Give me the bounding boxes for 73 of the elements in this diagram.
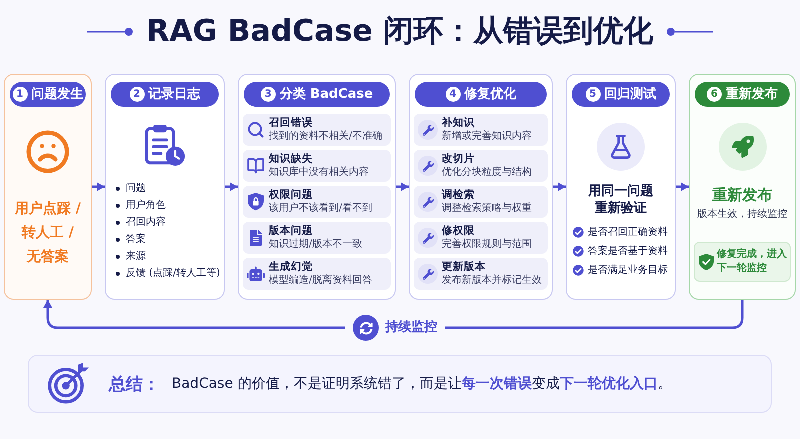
arrow bbox=[225, 182, 238, 192]
item-description: 新增或完善知识内容 bbox=[442, 130, 532, 143]
item-title: 召回错误 bbox=[269, 117, 314, 130]
category-card bbox=[243, 222, 391, 254]
edge-label: 持续监控 bbox=[385, 320, 438, 336]
item-title: 调检索 bbox=[442, 189, 476, 202]
step-card bbox=[409, 74, 553, 300]
check-text: 是否满足业务目标 bbox=[588, 264, 668, 277]
item-description: 模型编造/脱离资料回答 bbox=[269, 274, 372, 287]
item-description: 调整检索策略与权重 bbox=[442, 202, 532, 215]
item-title: 知识缺失 bbox=[269, 153, 314, 166]
status-note bbox=[694, 242, 791, 282]
step-number: 3 bbox=[260, 87, 276, 102]
fix-action-card bbox=[414, 114, 548, 146]
item-title: 修权限 bbox=[442, 225, 476, 238]
log-field: 答案 bbox=[126, 232, 146, 247]
check-text: 答案是否基于资料 bbox=[588, 245, 668, 258]
arrow bbox=[396, 182, 409, 192]
test-heading: 用同一问题重新验证 bbox=[587, 183, 654, 217]
item-title: 改切片 bbox=[442, 153, 476, 166]
log-field: 反馈 (点踩/转人工等) bbox=[126, 266, 220, 281]
release-heading: 重新发布 bbox=[712, 185, 772, 205]
fix-action-card bbox=[414, 222, 548, 254]
item-description: 知识过期/版本不一致 bbox=[269, 238, 362, 251]
item-title: 权限问题 bbox=[269, 189, 314, 202]
log-field: 问题 bbox=[126, 181, 146, 196]
step-number: 2 bbox=[130, 87, 144, 102]
item-description: 完善权限规则与范围 bbox=[442, 238, 532, 251]
summary-panel bbox=[28, 355, 772, 413]
item-title: 更新版本 bbox=[442, 261, 487, 274]
step-title: 分类 BadCase bbox=[280, 86, 374, 102]
step-title: 记录日志 bbox=[148, 86, 200, 102]
fix-action-card bbox=[414, 258, 548, 290]
category-card bbox=[243, 114, 391, 146]
arrow bbox=[676, 182, 689, 192]
summary-text: BadCase 的价值，不是证明系统错了，而是让每一次错误变成下一轮优化入口。 bbox=[172, 375, 672, 393]
item-description: 找到的资料不相关/不准确 bbox=[269, 130, 382, 143]
check-text: 是否召回正确资料 bbox=[588, 226, 668, 239]
log-field: 来源 bbox=[126, 249, 146, 264]
step-number: 5 bbox=[586, 87, 600, 102]
arrow bbox=[92, 182, 105, 192]
fix-action-card bbox=[414, 150, 548, 182]
item-title: 生成幻觉 bbox=[269, 261, 314, 274]
item-title: 补知识 bbox=[442, 117, 476, 130]
note-text: 修复完成，进入下一轮监控 bbox=[717, 248, 788, 276]
step-number: 4 bbox=[446, 87, 460, 102]
release-note: 版本生效，持续监控 bbox=[698, 208, 788, 222]
step-title: 问题发生 bbox=[32, 86, 84, 102]
summary-label: 总结： bbox=[109, 374, 160, 396]
step-title: 重新发布 bbox=[726, 86, 778, 102]
step-card bbox=[566, 74, 676, 300]
item-title: 版本问题 bbox=[269, 225, 314, 238]
log-field: 召回内容 bbox=[126, 215, 166, 230]
category-card bbox=[243, 186, 391, 218]
item-description: 该用户不该看到/看不到 bbox=[269, 202, 372, 215]
step-number: 6 bbox=[707, 87, 722, 102]
step-card bbox=[4, 74, 92, 300]
item-description: 发布新版本并标记生效 bbox=[442, 274, 542, 287]
log-field: 用户角色 bbox=[126, 198, 166, 213]
step-card bbox=[105, 74, 225, 300]
step-title: 修复优化 bbox=[464, 86, 516, 102]
step-card bbox=[238, 74, 396, 300]
category-card bbox=[243, 258, 391, 290]
category-card bbox=[243, 150, 391, 182]
item-description: 知识库中没有相关内容 bbox=[269, 166, 369, 179]
item-description: 优化分块粒度与结构 bbox=[442, 166, 532, 179]
step-title: 回归测试 bbox=[604, 86, 656, 102]
step-card bbox=[689, 74, 796, 300]
fix-action-card bbox=[414, 186, 548, 218]
page-title: RAG BadCase 闭环：从错误到优化 bbox=[146, 14, 654, 50]
arrow bbox=[553, 182, 566, 192]
step-number: 1 bbox=[12, 87, 28, 102]
trigger-text: 用户点踩 / 转人工 / 无答案 bbox=[14, 200, 82, 267]
